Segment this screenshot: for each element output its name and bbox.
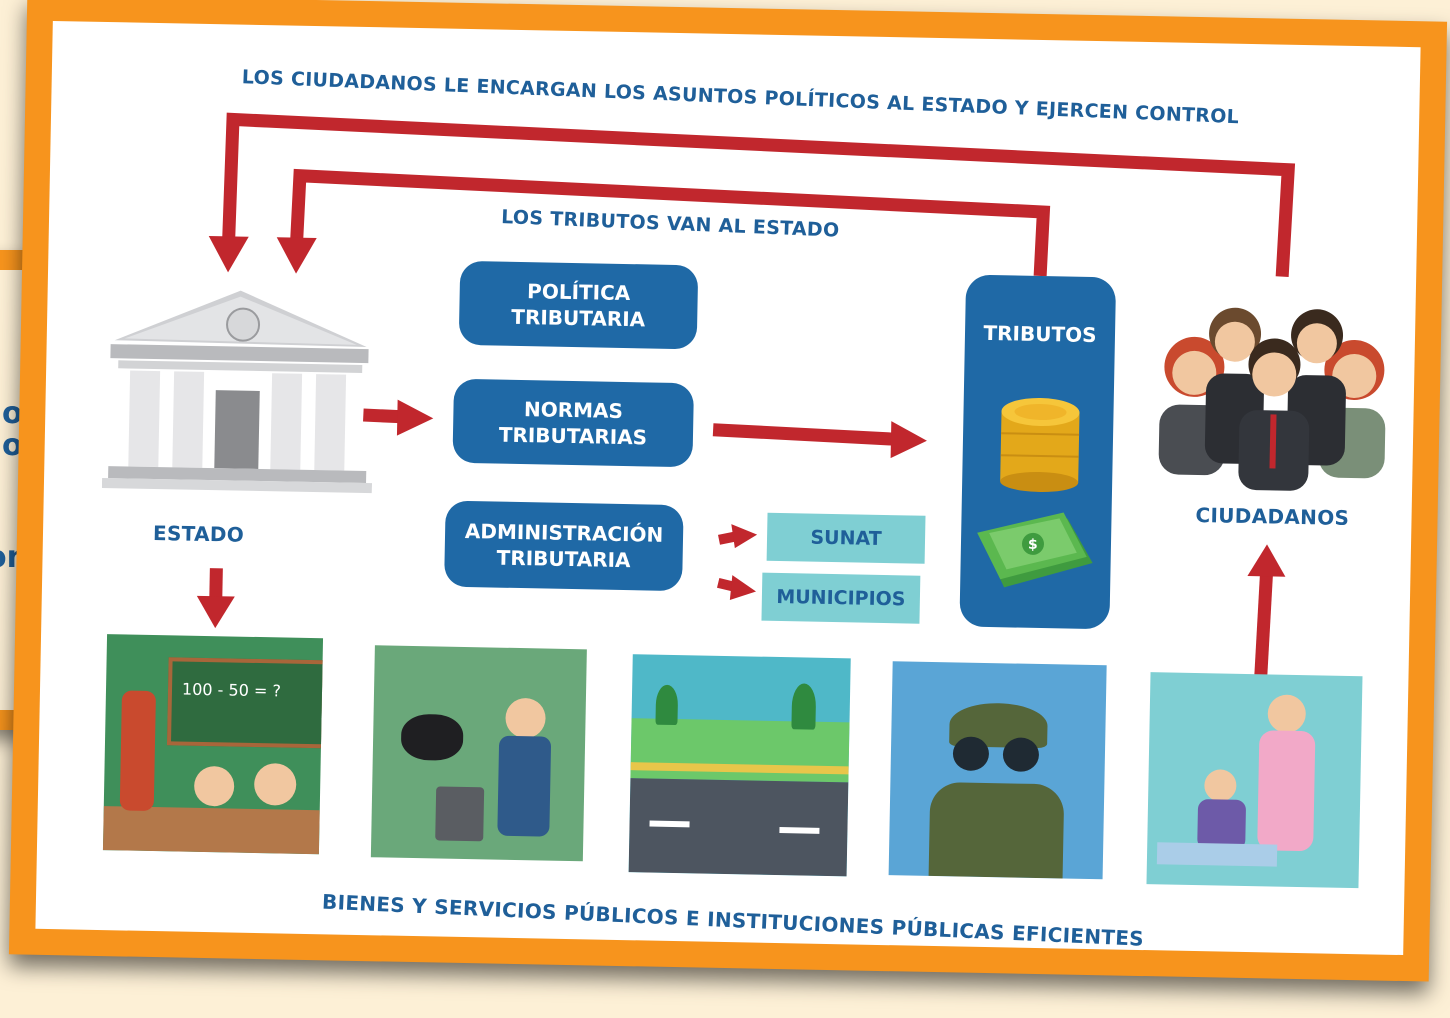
banknotes-icon: $ [977,512,1093,588]
control-arrow-line [222,112,1296,277]
flow-arrows [196,112,1296,685]
estado-to-services-line [209,568,223,599]
estado-to-normas-head [396,399,434,436]
tributos-box: TRIBUTOS $ [959,274,1117,630]
normas-to-tributos-line [712,423,896,446]
health-scene [1146,672,1363,889]
politica-tributaria-box: POLÍTICA TRIBUTARIA [458,260,699,350]
estado-label: ESTADO [152,520,245,547]
services-to-citizens-line [1253,573,1273,685]
services-to-citizens-head [1247,544,1286,577]
citizens-group-icon [1158,307,1386,491]
municipios-tag: MUNICIPIOS [761,572,921,624]
ciudadanos-label: CIUDADANOS [1195,502,1350,530]
back-card-fragment: o [2,396,23,431]
estado-building-icon [101,290,373,494]
sunat-tag: SUNAT [766,512,926,564]
control-arrow-head [208,235,249,273]
svg-text:$: $ [1028,537,1038,553]
admin-to-sunat-head [731,524,758,549]
normas-to-tributos-head [890,421,927,459]
coins-icon [1000,397,1080,492]
tributos-arrow-head [276,237,317,274]
cleaning-scene [370,645,587,862]
estado-to-normas-line [363,408,400,424]
normas-tributarias-box: NORMAS TRIBUTARIAS [452,378,695,468]
tributos-arrow-line [290,168,1051,277]
park-road-scene [628,654,851,877]
estado-to-services-head [196,595,235,629]
admin-to-municipios-head [729,575,757,601]
education-scene: 100 - 50 = ? [102,634,324,855]
security-scene [888,661,1107,880]
diagram-card: LOS CIUDADANOS LE ENCARGAN LOS ASUNTOS P… [8,0,1448,982]
diagram-canvas: LOS CIUDADANOS LE ENCARGAN LOS ASUNTOS P… [35,20,1421,956]
blackboard-text: 100 - 50 = ? [181,679,282,701]
tributos-title: TRIBUTOS [983,320,1097,348]
administracion-tributaria-box: ADMINISTRACIÓN TRIBUTARIA [444,500,684,592]
back-card-fragment: o [2,428,23,463]
